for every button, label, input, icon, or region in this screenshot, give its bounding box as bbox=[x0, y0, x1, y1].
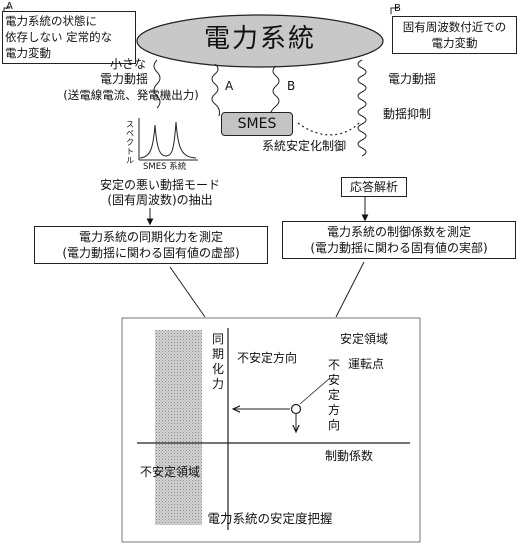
left-result-line-1: 電力系統の同期化力を測定 bbox=[78, 230, 223, 244]
response-analysis-box: 応答解析 bbox=[341, 177, 407, 197]
damping-axis-label: 制動係数 bbox=[325, 449, 374, 463]
unstable-direction-v-label: 不安定方向 bbox=[328, 358, 341, 432]
wave-a-center bbox=[211, 63, 220, 117]
right-result-line-1: 電力系統の制御係数を測定 bbox=[326, 225, 471, 239]
callout-b-box: 固有周波数付近での 電力変動 bbox=[392, 16, 517, 54]
small-fluct-line-2: 電力動揺 bbox=[99, 72, 148, 86]
callout-a-bracket bbox=[3, 7, 10, 12]
path-b-label: B bbox=[287, 79, 296, 93]
callout-b-letter: B bbox=[394, 3, 401, 14]
right-result-box: 電力系統の制御係数を測定 (電力動揺に関わる固有値の実部) bbox=[282, 221, 516, 259]
callout-a-box: 電力系統の状態に 依存しない 定常的な 電力変動 bbox=[2, 11, 136, 64]
power-system-label: 電力系統 bbox=[203, 24, 316, 54]
control-loop-dotted bbox=[297, 121, 361, 136]
spectrum-frame bbox=[127, 116, 199, 166]
left-result-line-2: (電力動揺に関わる固有値の虚部) bbox=[62, 246, 240, 260]
right-fluct-label: 電力動揺 bbox=[388, 72, 437, 86]
path-a-label: A bbox=[225, 79, 234, 93]
funnel-left bbox=[169, 266, 206, 318]
operating-point-leader bbox=[299, 377, 331, 405]
callout-b-bracket bbox=[390, 7, 398, 14]
synchronizing-axis-label: 同期化力 bbox=[212, 332, 225, 391]
callout-a-line-3: 電力変動 bbox=[5, 46, 51, 60]
power-system-ellipse bbox=[136, 14, 384, 68]
left-result-box: 電力系統の同期化力を測定 (電力動揺に関わる固有値の虚部) bbox=[34, 226, 268, 264]
operating-point-label: 運転点 bbox=[348, 357, 385, 371]
funnel-right bbox=[335, 261, 365, 318]
spectrum-xlabel: SMES 系統 bbox=[143, 162, 187, 172]
callout-a-letter: A bbox=[6, 1, 13, 12]
spectrum-curve bbox=[139, 121, 197, 159]
callout-b-line-2: 電力変動 bbox=[431, 36, 478, 50]
stab-control-label: 系統安定化制御 bbox=[262, 139, 347, 153]
extract-line-2: (固有周波数)の抽出 bbox=[107, 193, 213, 207]
unstable-region-label: 不安定領域 bbox=[140, 465, 201, 479]
wave-a-left bbox=[153, 59, 161, 109]
stability-caption: 電力系統の安定度把握 bbox=[207, 511, 333, 526]
callout-a-line-1: 電力系統の状態に bbox=[5, 14, 97, 28]
small-fluct-line-1: 小さな bbox=[109, 57, 146, 71]
stable-region-label: 安定領域 bbox=[340, 332, 389, 346]
right-result-line-2: (電力動揺に関わる固有値の実部) bbox=[310, 241, 488, 255]
small-fluct-line-3: (送電線電流、発電機出力) bbox=[63, 88, 199, 102]
callout-a-line-2: 依存しない 定常的な bbox=[5, 30, 113, 44]
unstable-direction-h-label: 不安定方向 bbox=[237, 351, 298, 365]
smes-box: SMES bbox=[221, 112, 293, 136]
spectrum-ylabel: スペクトル bbox=[126, 120, 134, 165]
wave-b-center bbox=[269, 65, 280, 117]
operating-point-marker bbox=[290, 403, 302, 415]
wave-right bbox=[357, 59, 367, 157]
callout-b-line-1: 固有周波数付近での bbox=[402, 20, 507, 34]
suppression-label: 動揺抑制 bbox=[383, 107, 432, 121]
unstable-region-shade bbox=[155, 330, 202, 525]
extract-line-1: 安定の悪い動揺モード bbox=[99, 178, 220, 192]
